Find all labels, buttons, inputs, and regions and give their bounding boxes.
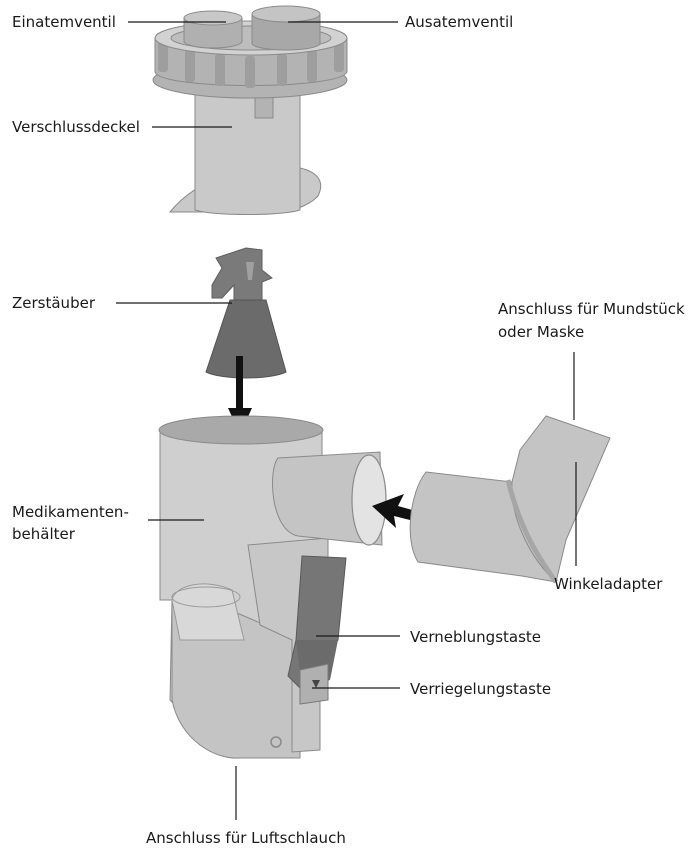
label-verneblungstaste: Verneblungstaste <box>410 627 541 647</box>
label-ausatemventil: Ausatemventil <box>405 12 513 32</box>
label-zerstaeuber: Zerstäuber <box>12 293 95 313</box>
label-anschluss-mundstueck-1: Anschluss für Mundstück <box>498 299 685 319</box>
label-medikamentenbehaelter-1: Medikamenten- <box>12 502 129 522</box>
label-anschluss-mundstueck-2: oder Maske <box>498 322 584 342</box>
label-anschluss-luftschlauch: Anschluss für Luftschlauch <box>146 828 346 848</box>
zerstaeuber-part <box>206 248 286 378</box>
label-medikamentenbehaelter-2: behälter <box>12 524 75 544</box>
verschlussdeckel-part <box>153 6 347 215</box>
label-verschlussdeckel: Verschlussdeckel <box>12 117 140 137</box>
label-einatemventil: Einatemventil <box>12 12 116 32</box>
label-verriegelungstaste: Verriegelungstaste <box>410 679 551 699</box>
medikamentenbehaelter-part <box>159 416 386 758</box>
label-winkeladapter: Winkeladapter <box>554 574 662 594</box>
winkeladapter-part <box>410 416 610 582</box>
